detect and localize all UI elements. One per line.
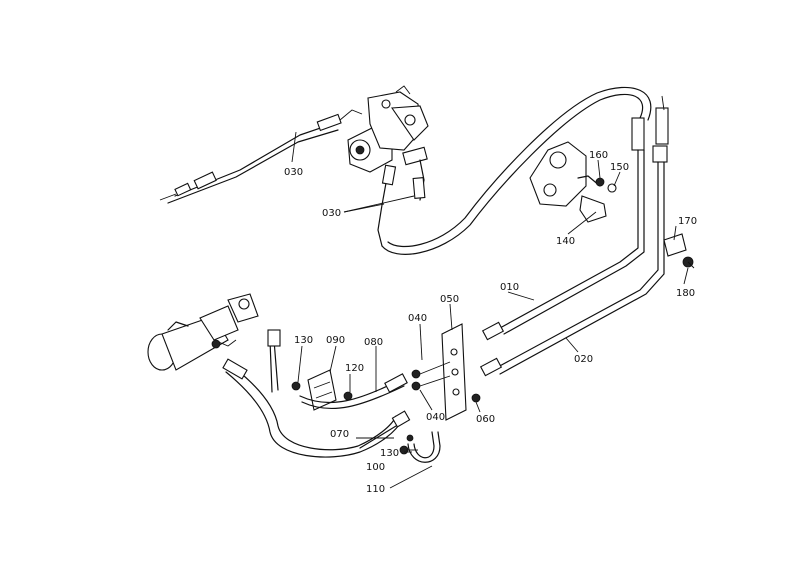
- hose-clamp-170: [663, 233, 695, 269]
- label-160: 160: [589, 150, 608, 161]
- label-140: 140: [556, 236, 575, 247]
- hydraulic-pump-assembly: [339, 85, 429, 173]
- pump-outlet-pipes: [377, 159, 426, 247]
- label-170: 170: [678, 216, 697, 227]
- label-060: 060: [476, 414, 495, 425]
- part-number-labels: 010 020 030 030 040 040 050 060 070 080 …: [284, 150, 697, 495]
- cylinder-assembly: [147, 293, 259, 371]
- label-050: 050: [440, 294, 459, 305]
- label-010: 010: [500, 282, 519, 293]
- label-030-top: 030: [284, 167, 303, 178]
- label-080: 080: [364, 337, 383, 348]
- label-070: 070: [330, 429, 349, 440]
- leader-lines: [291, 131, 689, 489]
- label-130-top: 130: [294, 335, 313, 346]
- label-090: 090: [326, 335, 345, 346]
- pipe-080: [299, 373, 408, 410]
- label-120: 120: [345, 363, 364, 374]
- control-valve: [529, 141, 617, 223]
- u-bolt-110: [399, 431, 441, 463]
- label-180: 180: [676, 288, 695, 299]
- pump-left-hose: [159, 113, 342, 204]
- label-110: 110: [366, 484, 385, 495]
- label-150: 150: [610, 162, 629, 173]
- bracket-090: [291, 369, 353, 411]
- long-return-hose: [381, 86, 652, 255]
- label-040-bottom: 040: [426, 412, 445, 423]
- plate-050: [411, 323, 481, 421]
- label-020: 020: [574, 354, 593, 365]
- label-040-top: 040: [408, 313, 427, 324]
- hose-010-020-run: [479, 95, 669, 377]
- label-130-bottom: 130: [380, 448, 399, 459]
- hose-070: [222, 329, 411, 458]
- label-100: 100: [366, 462, 385, 473]
- label-030-bottom: 030: [322, 208, 341, 219]
